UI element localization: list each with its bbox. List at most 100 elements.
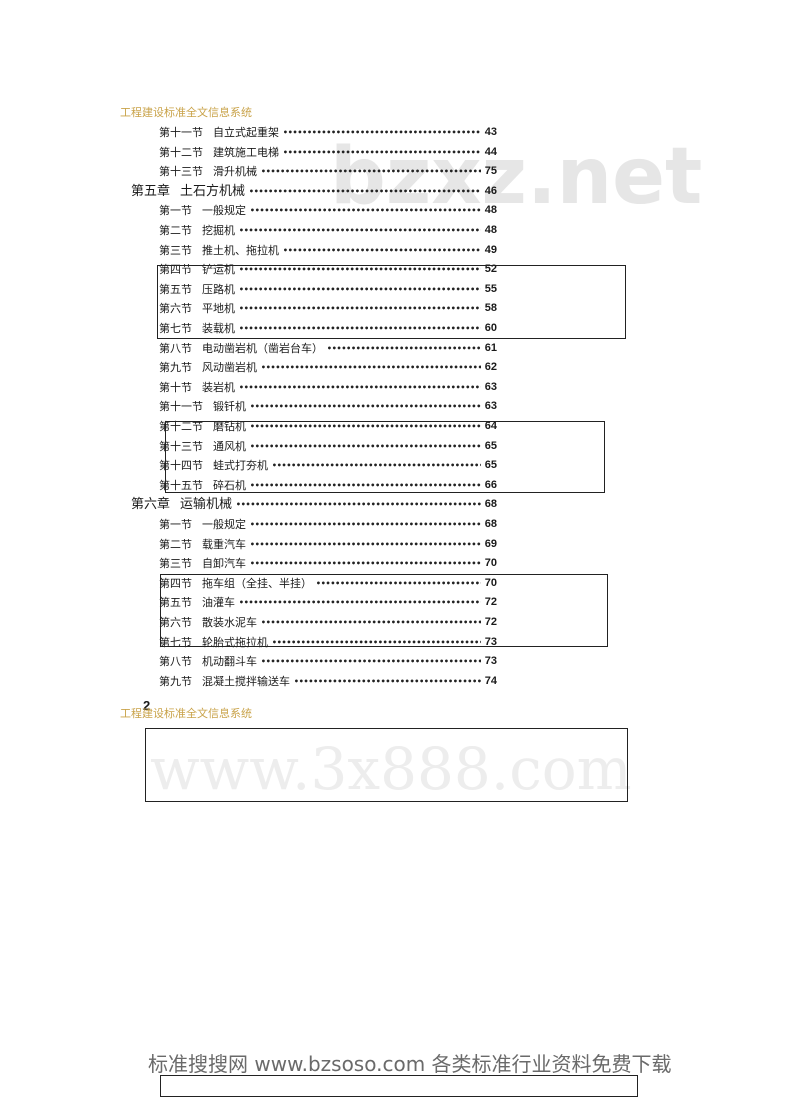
watermark-3x888: www.3x888.com [150, 735, 632, 803]
toc-page-number: 73 [484, 655, 497, 668]
toc-section-row: 第六节平地机••••••••••••••••••••••••••••••••••… [159, 299, 497, 318]
toc-title: 磨钻机 [213, 420, 246, 433]
toc-section-row: 第二节挖掘机 ••••••••••••••••••••••••••••••••••… [159, 221, 497, 240]
toc-page-number: 43 [484, 126, 497, 138]
toc-leader-dots: ••••••••••••••••••••••••••••••••••••••••… [250, 206, 481, 216]
toc-label: 第十一节 [159, 126, 203, 139]
toc-label: 第十节 [159, 380, 192, 394]
toc-label: 第二节 [159, 537, 192, 551]
toc-label: 第十一节 [159, 400, 203, 414]
highlight-box-2 [165, 421, 605, 493]
toc-leader-dots: ••••••••••••••••••••••••••••••••••••••••… [261, 618, 481, 627]
footer-box [160, 1075, 638, 1097]
toc-label: 第九节 [159, 361, 192, 375]
toc-page-number: 66 [484, 478, 497, 491]
blank-box [145, 728, 628, 802]
toc-title: 一般规定 [202, 518, 246, 531]
toc-label: 第三节 [159, 557, 192, 571]
toc-leader-dots: ••••••••••••••••••••••••••••••••••••••••… [327, 343, 481, 353]
toc-page-number: 73 [484, 635, 497, 648]
toc-title: 挖掘机 [202, 224, 235, 237]
toc-leader-dots: ••••••••••••••••••••••••••••••••••••••••… [239, 598, 481, 608]
toc-page-number: 63 [484, 380, 497, 393]
toc-leader-dots: ••••••••••••••••••••••••••••••••••••••••… [316, 578, 481, 588]
toc-section-row: 第四节铲运机••••••••••••••••••••••••••••••••••… [159, 260, 497, 279]
toc-page-number: 64 [484, 420, 497, 432]
highlight-box-3 [160, 574, 608, 647]
toc-page-number: 55 [484, 282, 497, 295]
toc-title: 拖车组（全挂、半挂） [202, 576, 312, 590]
toc-page-number: 69 [484, 537, 497, 550]
page-number: 2 [143, 698, 151, 713]
toc-section-row: 第九节混凝土搅拌输送车•••••••••••••••••••••••••••••… [159, 672, 497, 691]
toc-page-number: 49 [484, 243, 497, 256]
toc-label: 第四节 [159, 576, 192, 590]
toc-section-row: 第一节一般规定•••••••••••••••••••••••••••••••••… [159, 201, 497, 220]
toc-leader-dots: ••••••••••••••••••••••••••••••••••••••••… [250, 402, 481, 412]
toc-section-row: 第三节自卸汽车•••••••••••••••••••••••••••••••••… [159, 554, 497, 573]
toc-title: 装载机 [202, 322, 235, 335]
toc-leader-dots: ••••••••••••••••••••••••••••••••••••••••… [239, 265, 481, 275]
toc-leader-dots: ••••••••••••••••••••••••••••••••••••••••… [250, 422, 481, 431]
toc-leader-dots: ••••••••••••••••••••••••••••••••••••••••… [239, 382, 481, 392]
toc-section-row: 第四节拖车组（全挂、半挂） •••••••••••••••••••••••••••… [159, 574, 497, 593]
toc-leader-dots: ••••••••••••••••••••••••••••••••••••••••… [283, 128, 481, 137]
toc-title: 一般规定 [202, 204, 246, 218]
toc-title: 风动凿岩机 [202, 361, 257, 375]
toc-title: 通风机 [213, 439, 246, 453]
toc-page-number: 63 [484, 400, 497, 413]
toc-label: 第五节 [159, 596, 192, 610]
toc-page-number: 48 [484, 224, 497, 236]
toc-title: 蛙式打夯机 [213, 459, 268, 473]
toc-label: 第十二节 [159, 145, 203, 159]
toc-section-row: 第二节载重汽车•••••••••••••••••••••••••••••••••… [159, 535, 497, 554]
toc-leader-dots: ••••••••••••••••••••••••••••••••••••••••… [239, 304, 481, 314]
toc-label: 第八节 [159, 341, 192, 355]
toc-label: 第四节 [159, 263, 192, 277]
toc-leader-dots: ••••••••••••••••••••••••••••••••••••••••… [272, 461, 481, 471]
toc-page-number: 62 [484, 361, 497, 374]
toc-leader-dots: ••••••••••••••••••••••••••••••••••••••••… [236, 500, 481, 510]
toc-page-number: 72 [484, 616, 497, 628]
toc-page-number: 52 [484, 263, 497, 276]
toc-page-number: 74 [484, 674, 497, 687]
toc-leader-dots: ••••••••••••••••••••••••••••••••••••••••… [250, 539, 481, 549]
toc-label: 第五章 [131, 183, 171, 199]
toc-title: 压路机 [202, 282, 235, 296]
toc-label: 第二节 [159, 224, 192, 237]
toc-section-row: 第十二节磨钻机•••••••••••••••••••••••••••••••••… [159, 417, 497, 436]
toc-label: 第八节 [159, 655, 192, 669]
toc-section-row: 第一节一般规定•••••••••••••••••••••••••••••••••… [159, 515, 497, 534]
toc-leader-dots: ••••••••••••••••••••••••••••••••••••••••… [283, 147, 481, 157]
toc-leader-dots: ••••••••••••••••••••••••••••••••••••••••… [239, 284, 481, 294]
toc-title: 滑升机械 [213, 165, 257, 179]
toc-leader-dots: ••••••••••••••••••••••••••••••••••••••••… [261, 657, 481, 667]
toc-label: 第七节 [159, 635, 192, 649]
toc-section-row: 第三节推土机、拖拉机••••••••••••••••••••••••••••••… [159, 241, 497, 260]
toc-page-number: 68 [484, 518, 497, 530]
toc-leader-dots: ••••••••••••••••••••••••••••••••••••••••… [239, 226, 481, 235]
toc-leader-dots: ••••••••••••••••••••••••••••••••••••••••… [250, 559, 481, 569]
toc-label: 第十三节 [159, 165, 203, 179]
footer-running-header: 工程建设标准全文信息系统 [120, 707, 252, 720]
toc-leader-dots: ••••••••••••••••••••••••••••••••••••••••… [261, 363, 481, 373]
toc-title: 混凝土搅拌输送车 [202, 674, 290, 688]
toc-section-row: 第十五节碎石机•••••••••••••••••••••••••••••••••… [159, 476, 497, 495]
toc-label: 第十四节 [159, 459, 203, 473]
toc-section-row: 第九节风动凿岩机 ••••••••••••••••••••••••••••••••… [159, 358, 497, 377]
toc-label: 第七节 [159, 322, 192, 335]
toc-page-number: 65 [484, 439, 497, 452]
toc-page-number: 60 [484, 322, 497, 334]
toc-page-number: 65 [484, 459, 497, 472]
toc-title: 锻钎机 [213, 400, 246, 414]
toc-page-number: 75 [484, 165, 497, 178]
toc-title: 电动凿岩机（凿岩台车） [202, 341, 323, 355]
toc-section-row: 第七节装载机••••••••••••••••••••••••••••••••••… [159, 319, 497, 338]
toc-leader-dots: ••••••••••••••••••••••••••••••••••••••••… [250, 441, 481, 451]
toc-section-row: 第十二节建筑施工电梯 ••••••••••••••••••••••••••••••… [159, 143, 497, 162]
toc-title: 建筑施工电梯 [213, 145, 279, 159]
toc-page-number: 48 [484, 204, 497, 217]
toc-label: 第六节 [159, 302, 192, 316]
toc-leader-dots: ••••••••••••••••••••••••••••••••••••••••… [294, 676, 481, 686]
toc-title: 油灌车 [202, 596, 235, 610]
